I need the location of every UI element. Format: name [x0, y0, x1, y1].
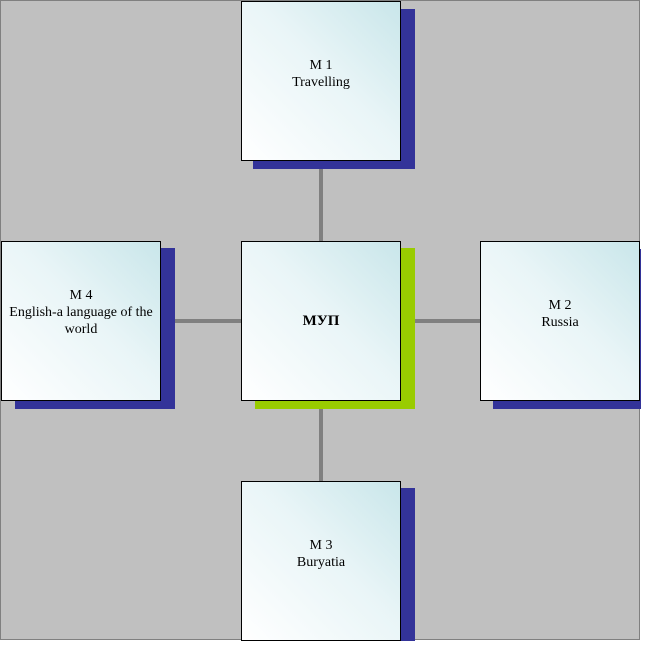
connector-top	[319, 161, 323, 241]
node-m4: М 4 English-a language of the world	[1, 241, 161, 401]
node-m1: М 1 Travelling	[241, 1, 401, 161]
connector-left	[161, 319, 241, 323]
node-m1-code: М 1	[309, 58, 333, 73]
diagram-canvas: М 1 Travelling М 4 English-a language of…	[0, 0, 641, 641]
node-m3-label: Buryatia	[296, 555, 346, 570]
node-center: МУП	[241, 241, 401, 401]
node-m2-label: Russia	[541, 315, 579, 330]
node-m4-code: М 4	[69, 288, 93, 303]
node-m3: М 3 Buryatia	[241, 481, 401, 641]
node-m3-code: М 3	[309, 538, 333, 553]
connector-right	[401, 319, 481, 323]
node-center-code: МУП	[302, 312, 340, 329]
node-m4-label: English-a language of the world	[9, 305, 153, 337]
node-m2: М 2 Russia	[480, 241, 640, 401]
node-m2-code: М 2	[548, 298, 572, 313]
node-m1-label: Travelling	[292, 75, 350, 90]
connector-bottom	[319, 401, 323, 481]
